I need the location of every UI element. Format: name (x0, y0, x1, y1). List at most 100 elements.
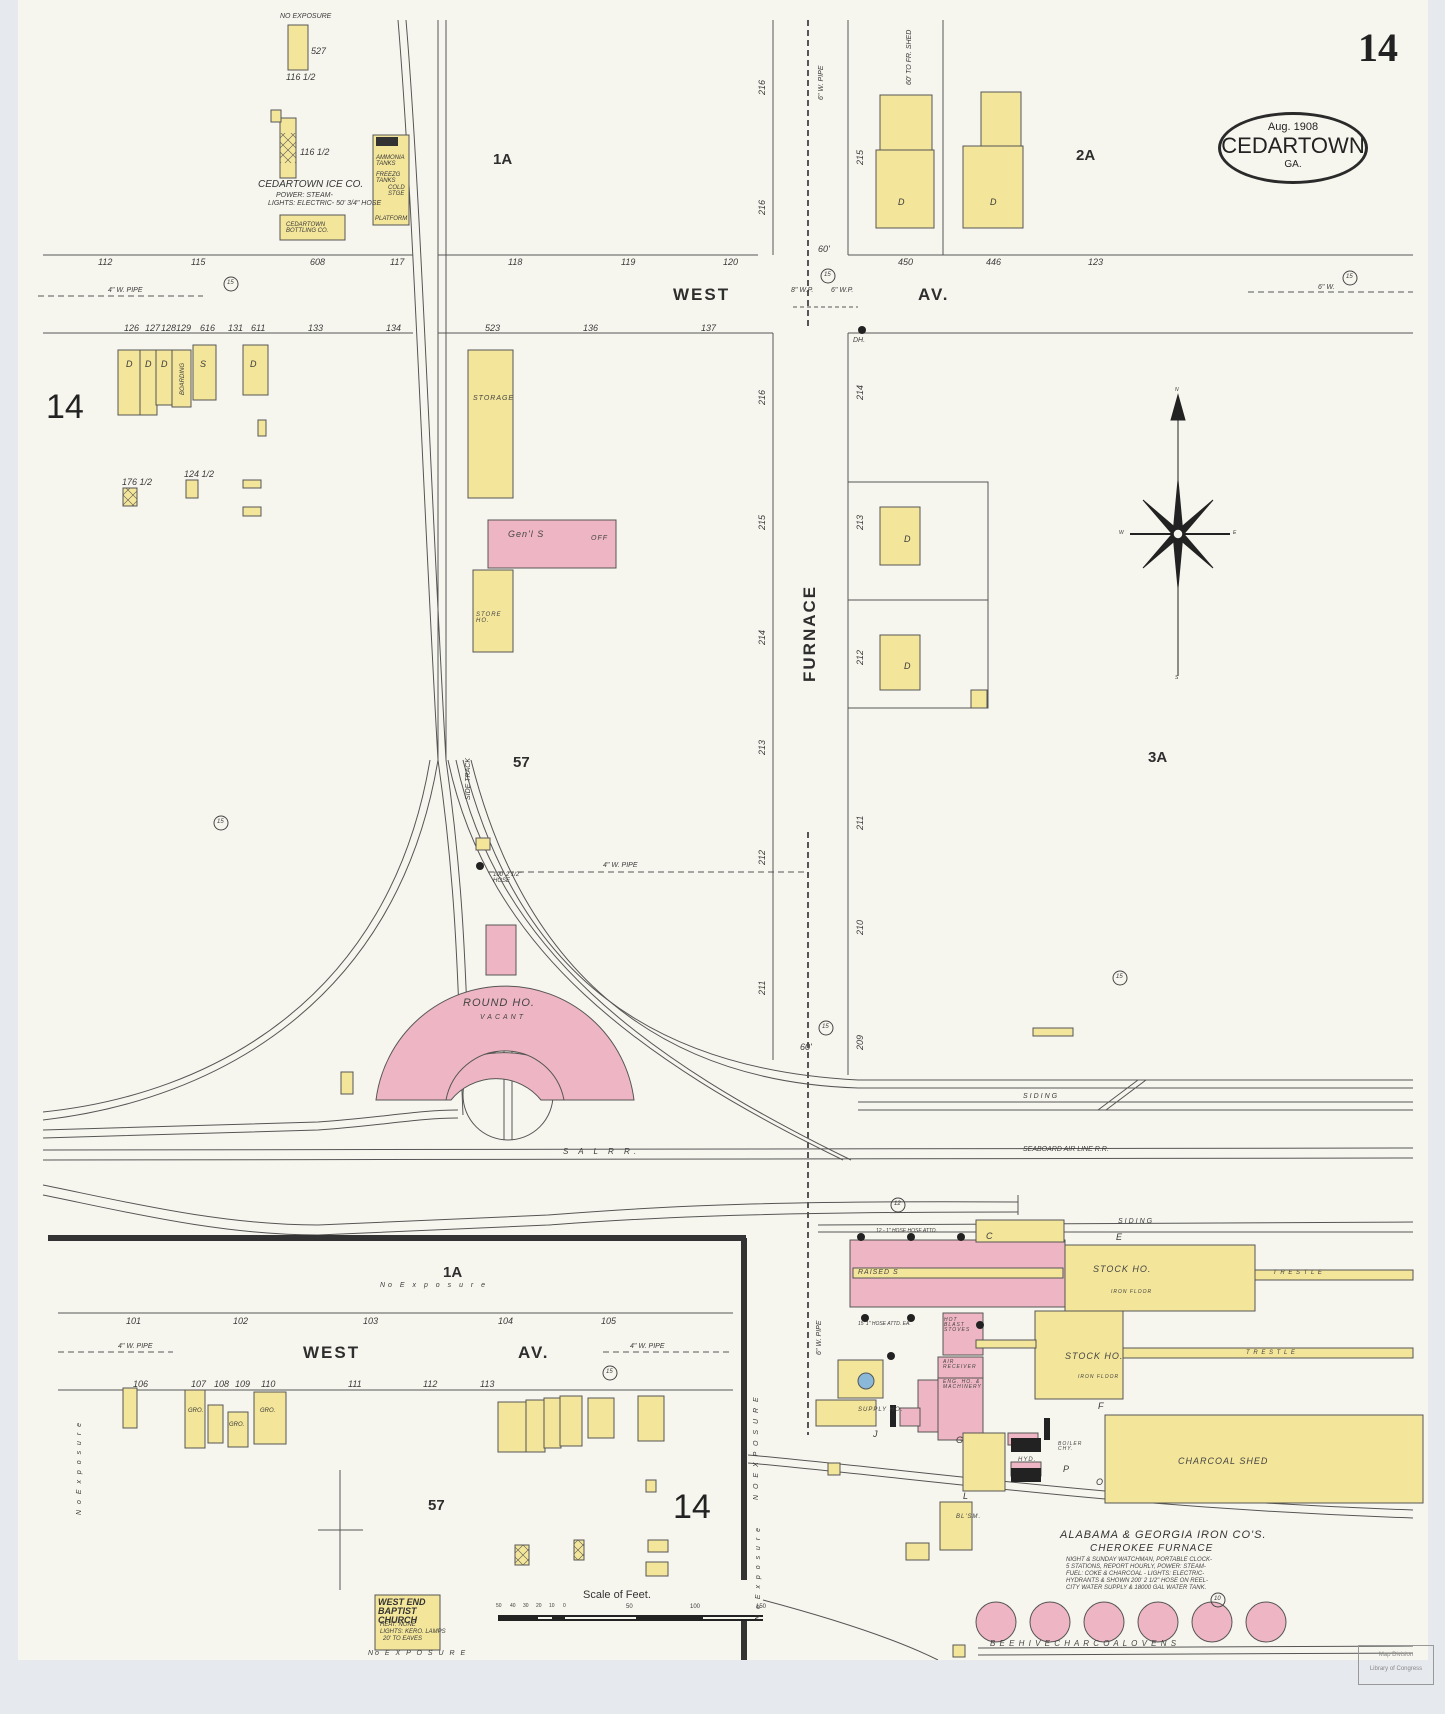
address-number: 216 (757, 389, 767, 405)
hose-note: 12 - 1" HOSE HOSE ATTD. (876, 1228, 937, 1234)
grocery-marker: GRO. (260, 1408, 276, 1414)
scale-tick: 0 (563, 1603, 566, 1609)
hydrant-label: HYD. (1018, 1457, 1037, 1463)
block-label: 1A (443, 1264, 463, 1281)
rail-line-label: S A L R R. (563, 1147, 641, 1156)
scale-tick: 30 (523, 1603, 529, 1609)
no-exposure-label: N O E X P O S U R E (753, 1395, 760, 1500)
dwelling-marker: D (145, 359, 152, 369)
address-number: 450 (898, 257, 914, 267)
address-number: 211 (855, 815, 865, 830)
store-marker: S (200, 359, 207, 369)
title-cartouche: Aug. 1908 CEDARTOWN GA. (1218, 112, 1368, 184)
church-lights: LIGHTS: KERO. LAMPS (380, 1629, 446, 1635)
boiler-chimney-label: BOILER CHY. (1058, 1441, 1083, 1452)
bottling-co-label: CEDARTOWN BOTTLING CO. (286, 222, 329, 234)
address-number: 216 (757, 79, 767, 95)
address-number: 616 (200, 323, 216, 333)
address-number: 120 (723, 257, 739, 267)
stamp-line: Library of Congress (1369, 1666, 1423, 1672)
hydrant-number: 10 (1214, 1596, 1221, 1602)
map-state: GA. (1284, 159, 1302, 170)
address-number: 119 (621, 257, 636, 267)
siding-label: SIDING (1118, 1218, 1155, 1225)
vacant-label: VACANT (480, 1014, 527, 1021)
compass-west: W (1119, 530, 1124, 536)
address-number: 116 1/2 (286, 72, 316, 82)
address-number: 109 (235, 1379, 251, 1389)
rail-line-label: SEABOARD AIR LINE R.R. (1023, 1146, 1109, 1153)
scale-tick: 40 (510, 1603, 516, 1609)
furnace-note: FUEL: COKE & CHARCOAL - LIGHTS: ELECTRIC… (1066, 1571, 1205, 1577)
church-name: WEST END BAPTIST CHURCH (378, 1597, 426, 1625)
supply-house-label: SUPPLY HO. (858, 1407, 904, 1413)
stock-house-label: STOCK HO. (1065, 1351, 1124, 1361)
building-letter: L (963, 1491, 969, 1501)
hose-label: 100' 2 1/2" HOSE (493, 872, 522, 884)
iron-floor-label: IRON FLOOR (1111, 1289, 1153, 1295)
hot-blast-label: HOT BLAST STOVES (944, 1317, 971, 1333)
furnace-note: 5 STATIONS, REPORT HOURLY, POWER: STEAM- (1066, 1564, 1206, 1570)
furnace-note: CITY WATER SUPPLY & 18000 GAL WATER TANK… (1066, 1585, 1207, 1591)
address-number: 103 (363, 1316, 379, 1326)
address-number: 137 (701, 323, 717, 333)
address-number: 209 (855, 1034, 865, 1050)
iron-floor-label: IRON FLOOR (1078, 1374, 1120, 1380)
address-number: 102 (233, 1316, 249, 1326)
map-date: Aug. 1908 (1267, 121, 1319, 133)
building-letter: J (873, 1429, 878, 1439)
ice-co-lights: LIGHTS: ELECTRIC- 50' 3/4" HOSE (268, 200, 382, 207)
trestle-label: T R E S T L E (1246, 1350, 1296, 1356)
street-west: WEST (673, 285, 731, 304)
address-number: 126 (124, 323, 140, 333)
block-label: 57 (428, 1497, 445, 1514)
scale-tick: 150 (756, 1604, 767, 1610)
hose-note: 15' 1" HOSE ATTD. EA. (858, 1321, 911, 1327)
ice-co-power: POWER: STEAM- (276, 192, 333, 199)
address-number: 106 (133, 1379, 149, 1389)
building-letter: O (1096, 1477, 1104, 1487)
hydrant-number: 15 (217, 819, 224, 825)
furnace-notes: NIGHT & SUNDAY WATCHMAN, PORTABLE CLOCK-… (1066, 1557, 1212, 1592)
block-label: 2A (1076, 147, 1096, 164)
block-label: 1A (493, 151, 513, 168)
adjoining-sheet-left: 14 (46, 388, 84, 426)
hydrant-number: 15 (606, 1369, 613, 1375)
no-exposure-label: NO EXPOSURE (280, 13, 332, 20)
raised-label: RAISED S (858, 1269, 899, 1276)
stock-house-label: STOCK HO. (1093, 1264, 1152, 1274)
air-receiver-label: AIR RECEIVER (943, 1359, 977, 1370)
address-number: 131 (228, 323, 244, 333)
address-number: 523 (485, 323, 501, 333)
water-pipe-label: 4" W. PIPE (118, 1343, 153, 1350)
water-pipe-label: 6" W. PIPE (818, 65, 825, 100)
address-number: 112 (423, 1379, 438, 1389)
address-number: 211 (757, 980, 767, 995)
furnace-name: CHEROKEE FURNACE (1090, 1543, 1214, 1554)
address-number: 118 (508, 257, 523, 267)
scale-tick: 50 (496, 1603, 502, 1609)
address-number: 101 (126, 1316, 142, 1326)
company-name: ALABAMA & GEORGIA IRON CO'S. (1060, 1529, 1267, 1541)
scale-tick: 50 (626, 1604, 633, 1610)
dwelling-marker: D (898, 197, 905, 207)
street-av-bottom: AV. (518, 1343, 550, 1362)
church-eaves: 20' TO EAVES (383, 1636, 423, 1642)
ammonia-tanks-label: AMMONIA TANKS (376, 155, 405, 167)
address-number: 214 (757, 629, 767, 645)
address-number: 176 1/2 (122, 477, 153, 487)
address-number: 123 (1088, 257, 1104, 267)
address-number: 214 (855, 384, 865, 400)
address-number: 213 (757, 739, 767, 755)
building-letter: C (986, 1231, 993, 1241)
address-number: 134 (386, 323, 402, 333)
address-number: 124 1/2 (184, 469, 215, 479)
hydrant-number: 12 (894, 1201, 901, 1207)
address-number: 136 (583, 323, 599, 333)
hydrant-number: 15 (1346, 274, 1353, 280)
stamp-line: Map Division (1378, 1652, 1414, 1658)
round-house-label: ROUND HO. (463, 997, 535, 1009)
address-number: 527 (311, 46, 327, 56)
blacksmith-label: BL'SM. (956, 1514, 982, 1520)
storage-label: STORAGE (473, 395, 515, 402)
